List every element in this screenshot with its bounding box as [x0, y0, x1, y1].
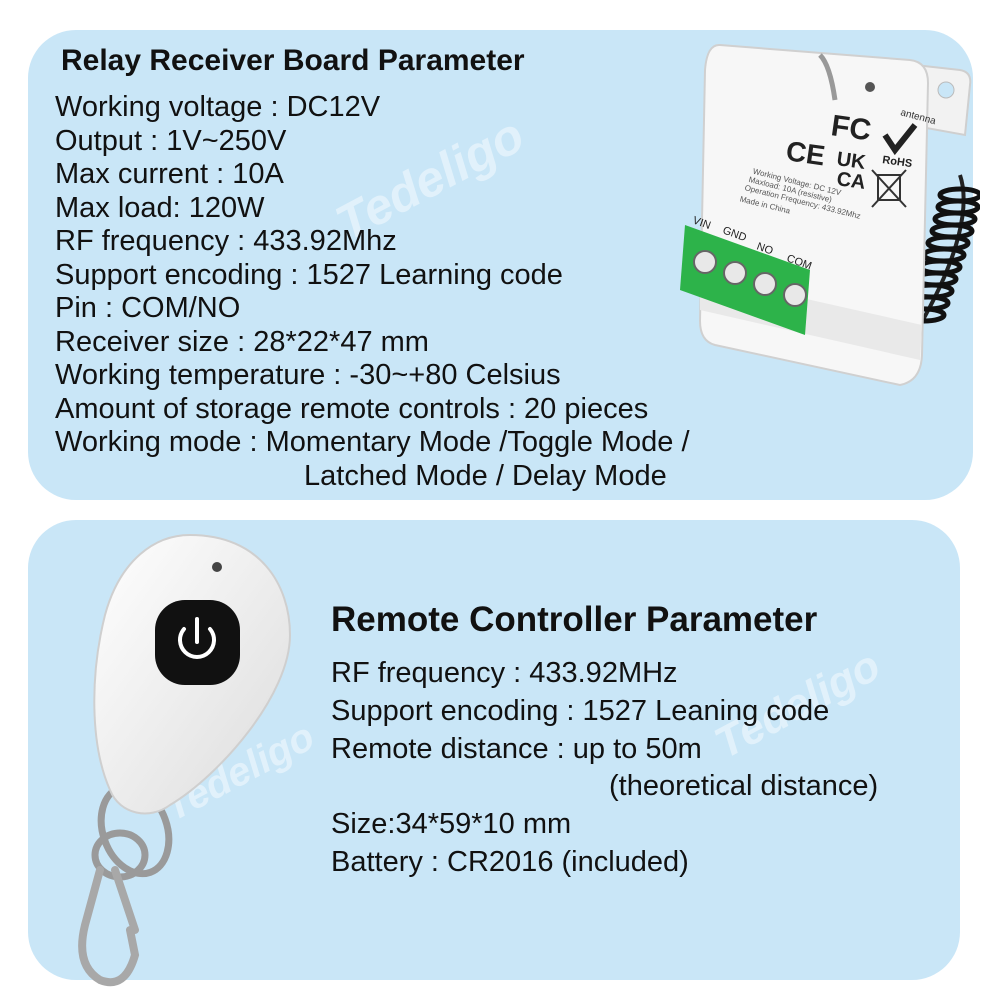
terminal-block	[680, 225, 810, 335]
remote-controller-image	[78, 533, 292, 987]
weee-bin-icon	[871, 169, 907, 208]
relay-spec: Amount of storage remote controls : 20 p…	[55, 392, 649, 425]
led-indicator	[212, 562, 222, 572]
check-mark-icon	[882, 123, 918, 156]
terminal-screw-icon	[753, 272, 777, 296]
remote-spec: Size:34*59*10 mm	[331, 808, 572, 841]
terminal-label: VIN	[691, 215, 712, 233]
cert-mark: CA	[835, 168, 867, 194]
remote-spec: Support encoding : 1527 Leaning code	[331, 694, 830, 727]
relay-spec: Working voltage : DC12V	[55, 91, 381, 123]
cert-mark: CE	[784, 135, 827, 171]
relay-spec: RF frequency : 433.92Mhz	[55, 225, 397, 257]
terminal-label: NO	[755, 241, 775, 258]
relay-spec: Max load: 120W	[55, 191, 265, 224]
remote-title: Remote Controller Parameter	[331, 600, 818, 639]
cert-mark: FC	[829, 109, 873, 147]
relay-spec: Pin : COM/NO	[55, 292, 241, 324]
terminal-screw-icon	[693, 250, 717, 274]
remote-spec: (theoretical distance)	[609, 770, 879, 803]
power-icon	[178, 617, 216, 659]
relay-title: Relay Receiver Board Parameter	[61, 44, 525, 77]
remote-spec: Battery : CR2016 (included)	[331, 845, 689, 878]
relay-spec-list: Working voltage : DC12V Output : 1V~250V…	[55, 91, 690, 493]
relay-spec: Working temperature : -30~+80 Celsius	[55, 359, 561, 391]
relay-spec: Support encoding : 1527 Learning code	[55, 258, 563, 291]
relay-spec: Receiver size : 28*22*47 mm	[55, 325, 429, 358]
terminal-screw-icon	[783, 283, 807, 307]
keychain-clasp-icon	[78, 866, 140, 987]
relay-spec: Output : 1V~250V	[55, 124, 287, 157]
relay-spec: Max current : 10A	[55, 158, 284, 190]
remote-spec: Remote distance : up to 50m	[331, 732, 702, 765]
relay-spec: Latched Mode / Delay Mode	[304, 459, 667, 492]
remote-spec-list: RF frequency : 433.92MHz Support encodin…	[331, 655, 878, 882]
cert-mark: UK	[835, 148, 867, 174]
remote-spec: RF frequency : 433.92MHz	[331, 657, 678, 689]
terminal-screw-icon	[723, 261, 747, 285]
relay-spec: Working mode : Momentary Mode /Toggle Mo…	[55, 426, 690, 458]
relay-receiver-image: FC CE UK CA RoHS antenna Working Voltage…	[680, 43, 980, 387]
cert-mark: RoHS	[882, 154, 913, 170]
